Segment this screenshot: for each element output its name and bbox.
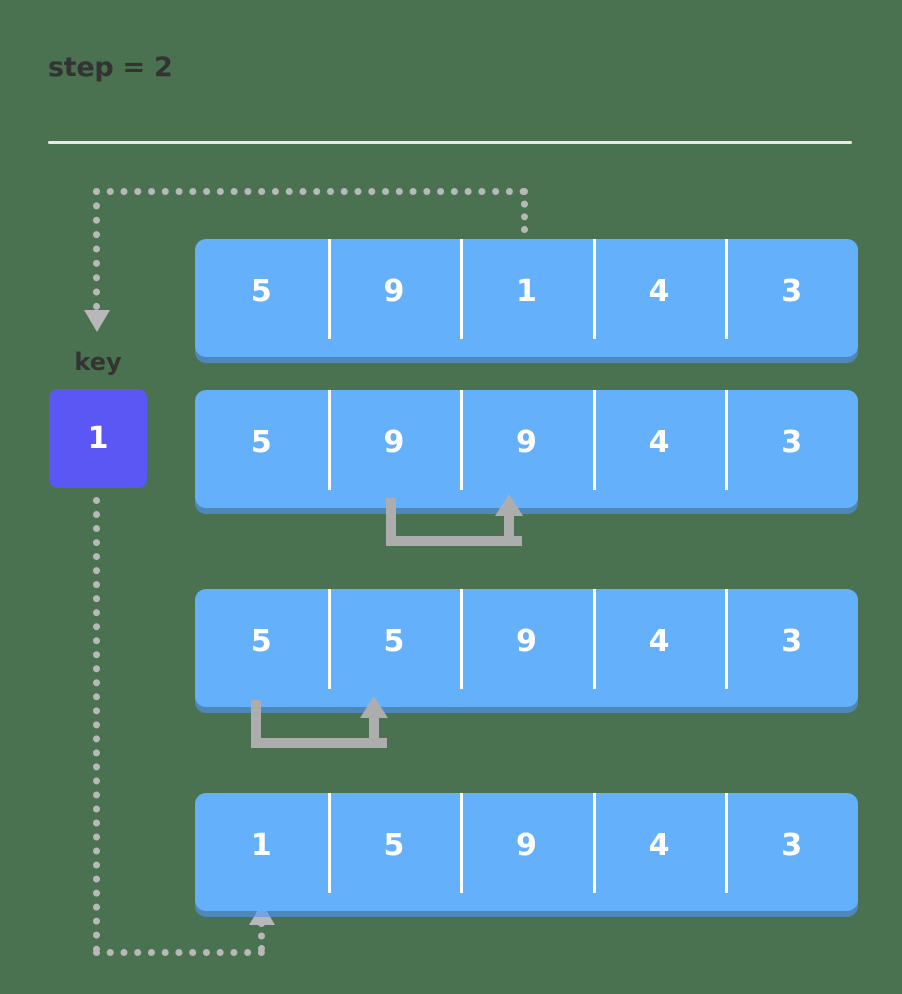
table-row: 1 5 9 4 3	[195, 793, 858, 911]
shift-arrow-index1-to-index2	[386, 494, 523, 546]
shift-arrow-segment	[251, 738, 387, 748]
key-insert-path-up	[258, 920, 265, 952]
header-divider	[48, 141, 852, 144]
key-label: key	[74, 348, 122, 376]
array-cell: 9	[327, 239, 461, 357]
array-cell: 9	[460, 793, 593, 911]
key-extract-arrowhead-icon	[84, 310, 110, 332]
array-cell: 3	[725, 589, 858, 707]
array-cell: 1	[250, 827, 272, 863]
array-cell: 4	[592, 390, 726, 508]
array-cell: 3	[725, 390, 858, 508]
array-cell: 9	[460, 589, 593, 707]
page-title: step = 2	[48, 52, 173, 83]
shift-arrow-segment	[369, 718, 379, 748]
table-row: 5 9 9 4 3	[195, 390, 858, 508]
array-cell: 3	[725, 793, 858, 911]
key-extract-path-down-to-key	[93, 188, 100, 310]
table-row: 5 9 1 4 3	[195, 239, 858, 357]
shift-arrowhead-icon	[495, 494, 523, 516]
array-cell: 5	[250, 623, 272, 659]
array-cell: 4	[592, 239, 726, 357]
array-cell: 5	[327, 793, 461, 911]
array-cell: 1	[460, 239, 593, 357]
shift-arrow-segment	[251, 700, 261, 748]
shift-arrow-segment	[504, 516, 514, 546]
key-value: 1	[87, 421, 109, 456]
key-extract-path-down-to-cell	[521, 188, 528, 233]
array-cell: 9	[327, 390, 461, 508]
array-cell: 9	[460, 390, 593, 508]
key-insert-path-horizontal	[93, 949, 265, 956]
key-insert-path-down	[93, 497, 100, 953]
shift-arrow-segment	[386, 536, 522, 546]
array-cell: 5	[250, 424, 272, 460]
array-cell: 5	[250, 273, 272, 309]
shift-arrow-segment	[386, 498, 396, 546]
key-extract-path-horizontal	[93, 188, 527, 195]
array-cell: 5	[327, 589, 461, 707]
array-cell: 3	[725, 239, 858, 357]
array-cell: 4	[592, 589, 726, 707]
array-cell: 4	[592, 793, 726, 911]
shift-arrowhead-icon	[360, 696, 388, 718]
shift-arrow-index0-to-index1	[251, 696, 388, 748]
table-row: 5 5 9 4 3	[195, 589, 858, 707]
key-box: 1	[49, 389, 147, 488]
